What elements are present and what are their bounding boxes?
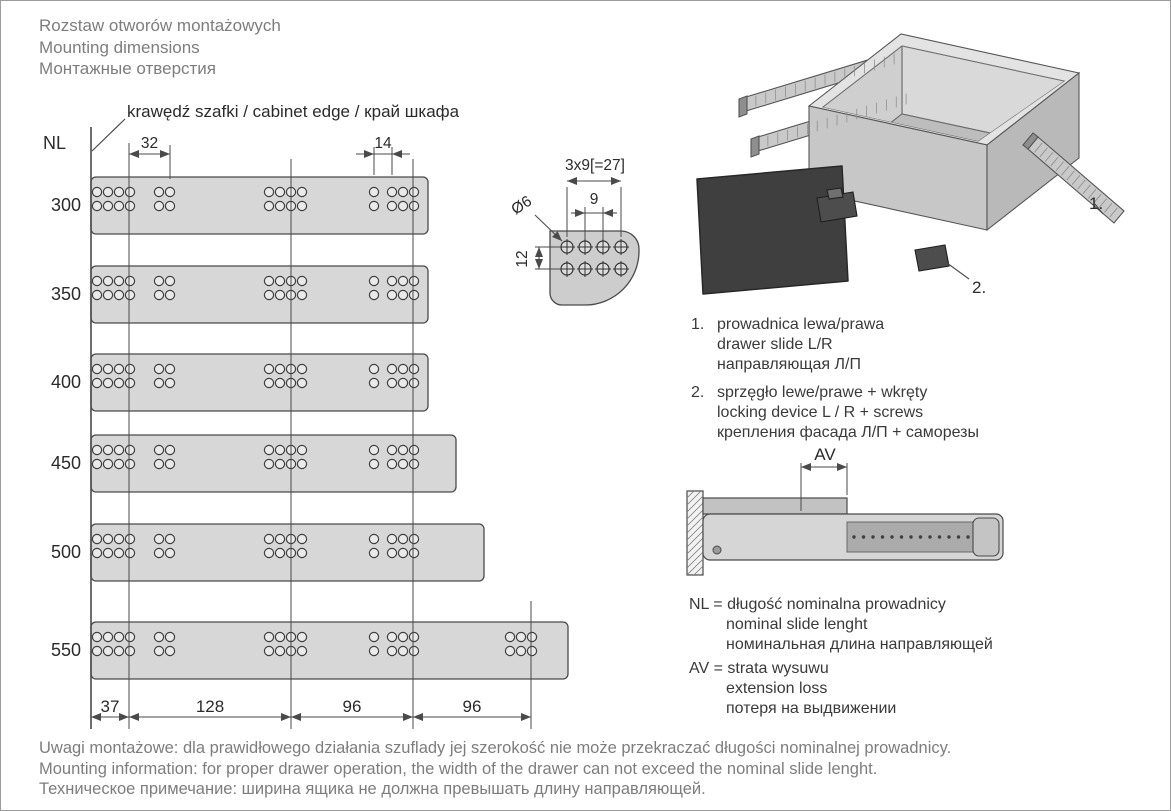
av-dim-label: AV <box>814 445 836 464</box>
length-label-450: 450 <box>50 453 81 473</box>
slide-end-cap <box>972 517 1000 557</box>
nl-axis-label: NL <box>43 133 67 153</box>
detail-9-label: 9 <box>589 191 599 208</box>
mounting-notes: Uwagi montażowe: dla prawidłowego działa… <box>39 738 1157 800</box>
isometric-drawer-view <box>696 33 1125 295</box>
slide-inner-race <box>846 521 974 553</box>
av-definition-en: extension loss <box>726 680 828 697</box>
page-title: Rozstaw otworów montażowych Mounting dim… <box>39 15 281 80</box>
legend-item-2-ru: крепления фасада Л/П + саморезы <box>717 424 979 441</box>
legend-item-2: 2. sprzęgło lewe/prawe + wkręty locking … <box>691 383 979 443</box>
nl-definition-pl: NL = długość nominalna prowadnicy <box>689 596 946 613</box>
callout2-leader <box>946 262 970 280</box>
dim-label-37: 37 <box>100 697 120 716</box>
detail-screw-holes <box>559 239 629 277</box>
dim-label-14: 14 <box>374 135 392 152</box>
hole-pattern-detail <box>534 177 640 306</box>
dim-label-96b: 96 <box>462 697 482 716</box>
callout-1: 1. <box>1089 194 1104 213</box>
legend-item-1-en: drawer slide L/R <box>717 336 833 353</box>
mounting-holes <box>91 186 538 657</box>
parts-legend: 1. prowadnica lewa/prawa drawer slide L/… <box>691 315 979 451</box>
length-label-300: 300 <box>50 195 81 215</box>
legend-item-1-pl: prowadnica lewa/prawa <box>717 316 885 333</box>
definitions-block: NL = długość nominalna prowadnicy nomina… <box>689 595 993 719</box>
locking-device-right <box>914 244 950 272</box>
length-label-350: 350 <box>50 284 81 304</box>
legend-item-1: 1. prowadnica lewa/prawa drawer slide L/… <box>691 315 979 375</box>
length-label-500: 500 <box>50 542 81 562</box>
length-label-400: 400 <box>50 372 81 392</box>
diameter-leader <box>534 214 563 242</box>
callout1-leader <box>1094 203 1104 215</box>
dim-label-128: 128 <box>195 697 225 716</box>
legend-item-2-pl: sprzęgło lewe/prawe + wkręty <box>717 384 928 401</box>
av-definition-ru: потеря на выдвижении <box>726 700 897 717</box>
callout-2: 2. <box>972 278 987 297</box>
cabinet-wall-hatching <box>687 491 703 575</box>
cabinet-edge-label: krawędź szafki / cabinet edge / край шка… <box>127 102 460 121</box>
detail-pitch-label: 3x9[=27] <box>565 157 625 174</box>
nl-definition-en: nominal slide lenght <box>726 616 868 633</box>
legend-item-1-number: 1. <box>691 316 705 333</box>
detail-12-label: 12 <box>514 250 531 268</box>
cabinet-edge-leader <box>91 118 126 152</box>
roller <box>712 545 722 555</box>
nl-definition-ru: номинальная длина направляющей <box>726 636 993 653</box>
title-ru: Монтажные отверстия <box>39 59 217 78</box>
legend-item-1-ru: направляющая Л/П <box>717 356 861 373</box>
length-label-550: 550 <box>50 640 81 660</box>
extension-side-view <box>686 463 1004 576</box>
legend-item-2-en: locking device L / R + screws <box>717 404 924 421</box>
legend-item-2-number: 2. <box>691 384 705 401</box>
title-en: Mounting dimensions <box>39 37 200 57</box>
mounting-note-pl: Uwagi montażowe: dla prawidłowego działa… <box>39 739 952 757</box>
dim-label-32: 32 <box>140 135 159 152</box>
av-definition-pl: AV = strata wysuwu <box>689 660 829 677</box>
mounting-chart <box>90 118 569 729</box>
mounting-note-ru: Техническое примечание: ширина ящика не … <box>39 780 706 798</box>
dim-label-96a: 96 <box>342 697 362 716</box>
title-pl: Rozstaw otworów montażowych <box>39 16 281 35</box>
mounting-note-en: Mounting information: for proper drawer … <box>39 759 878 778</box>
rail-hatching <box>755 53 1118 218</box>
ball-bearings <box>852 535 970 539</box>
cabinet-member <box>702 497 848 515</box>
front-panel <box>696 165 849 295</box>
